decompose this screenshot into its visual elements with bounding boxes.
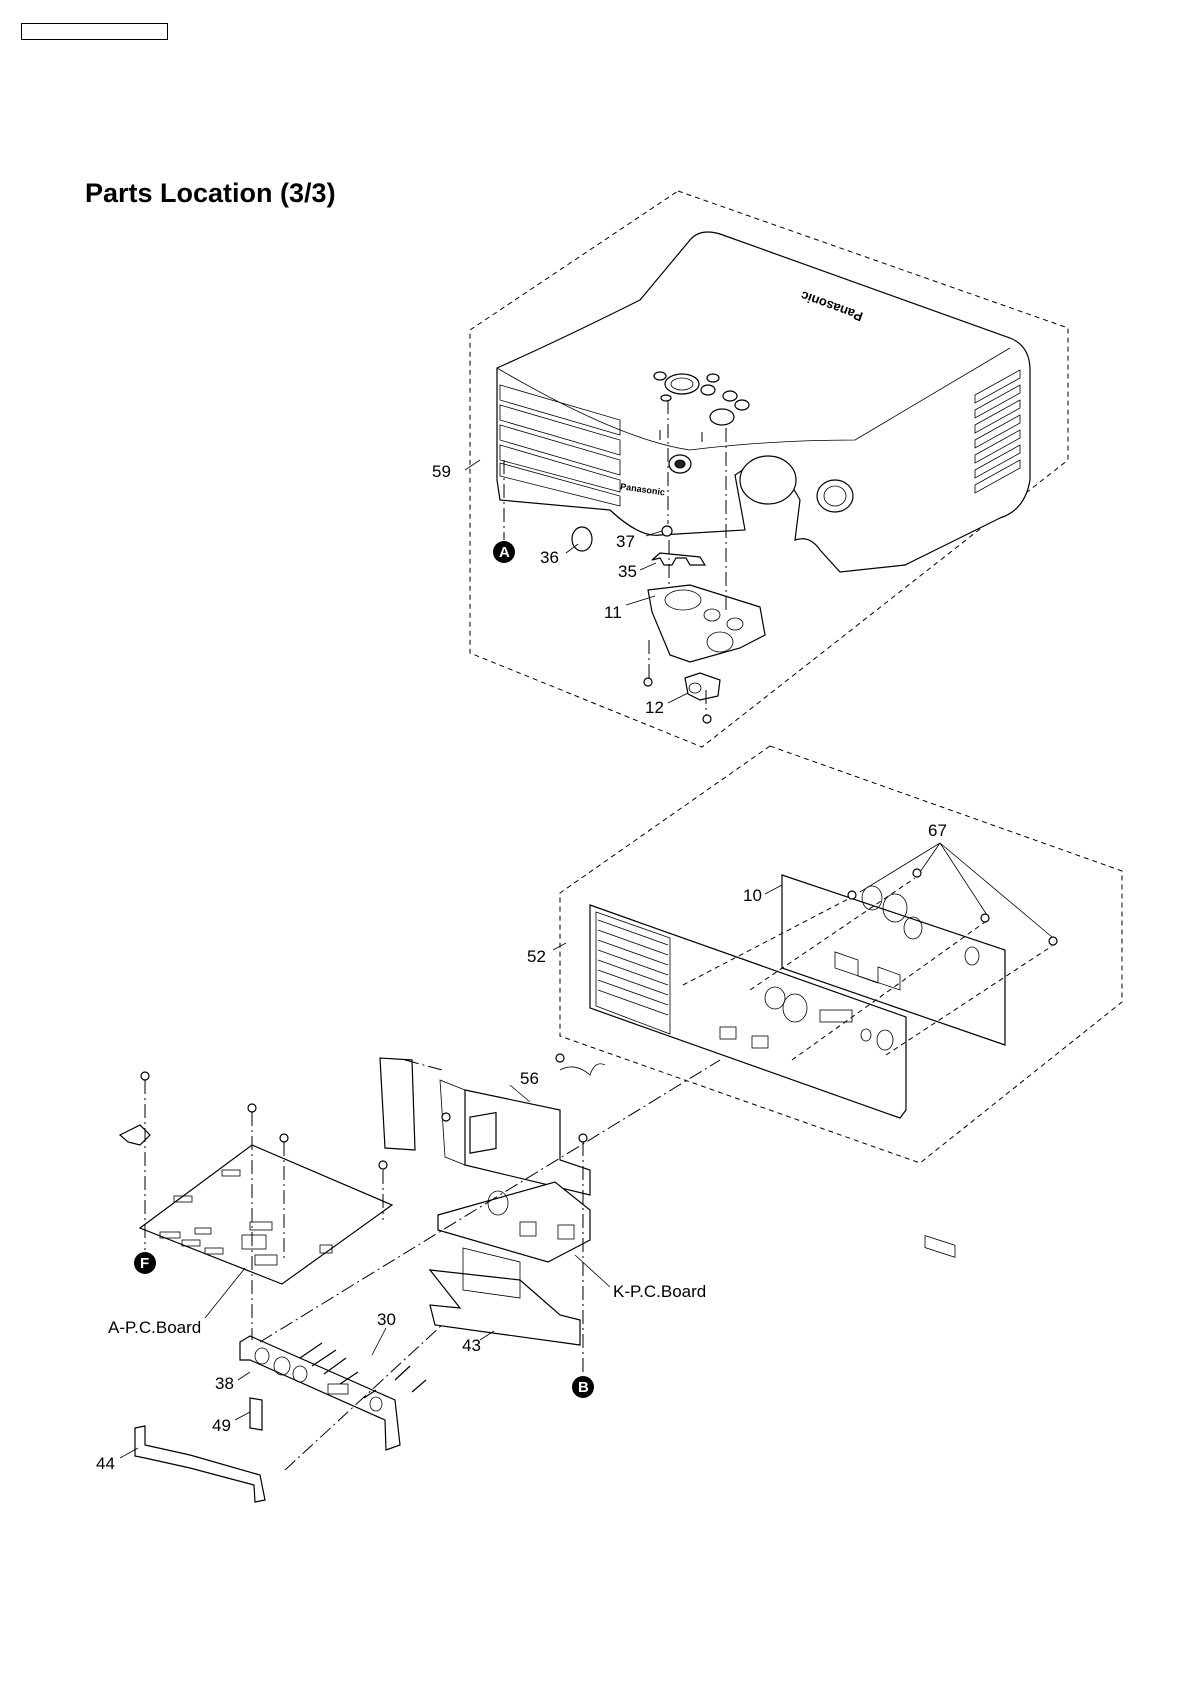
callout-56: 56 (520, 1069, 539, 1088)
part-44-bracket (135, 1426, 265, 1502)
callout-44: 44 (96, 1454, 115, 1473)
top-cabinet-group: Panasonic Panasonic (465, 191, 1068, 747)
svg-text:F: F (140, 1255, 149, 1272)
screw (379, 1161, 387, 1169)
part-49-sheet (250, 1398, 262, 1430)
callout-38: 38 (215, 1374, 234, 1393)
boards-group (120, 1054, 720, 1502)
callout-a-pc-board: A-P.C.Board (108, 1318, 201, 1337)
callout-11: 11 (604, 603, 622, 622)
top-cabinet-59 (497, 232, 1030, 572)
focus-ring-opening (817, 480, 853, 512)
rear-panel-group (553, 746, 1122, 1257)
screw (442, 1113, 450, 1121)
screw (703, 715, 711, 723)
part-43-sheet (430, 1270, 580, 1345)
a-pc-board (140, 1145, 392, 1284)
part-36-cap (572, 527, 592, 551)
screw (644, 678, 652, 686)
svg-text:B: B (578, 1379, 589, 1396)
callout-49: 49 (212, 1416, 231, 1435)
callout-30: 30 (377, 1310, 396, 1329)
marker-f: F (134, 1252, 156, 1274)
screw (248, 1104, 256, 1112)
screw (579, 1134, 587, 1142)
callout-12: 12 (645, 698, 664, 717)
svg-text:A: A (499, 544, 510, 561)
screw (556, 1054, 564, 1062)
part-35-bracket (652, 553, 705, 565)
screw (141, 1072, 149, 1080)
part-12-holder (685, 673, 720, 700)
callout-10: 10 (743, 886, 762, 905)
lens-opening (740, 456, 796, 504)
callout-43: 43 (462, 1336, 481, 1355)
marker-a: A (493, 541, 515, 563)
callout-52: 52 (527, 947, 546, 966)
callout-35: 35 (618, 562, 637, 581)
part-11-button-board (648, 585, 765, 662)
part-37-button (662, 526, 672, 536)
part-56-shield (380, 1058, 415, 1150)
part-38-terminal-plate (240, 1336, 400, 1450)
callout-k-pc-board: K-P.C.Board (613, 1282, 706, 1301)
k-pc-board (438, 1182, 590, 1262)
marker-b: B (572, 1376, 594, 1398)
screw (280, 1134, 288, 1142)
callout-36: 36 (540, 548, 559, 567)
callout-37: 37 (616, 532, 635, 551)
callout-59: 59 (432, 462, 451, 481)
callout-67: 67 (928, 821, 947, 840)
